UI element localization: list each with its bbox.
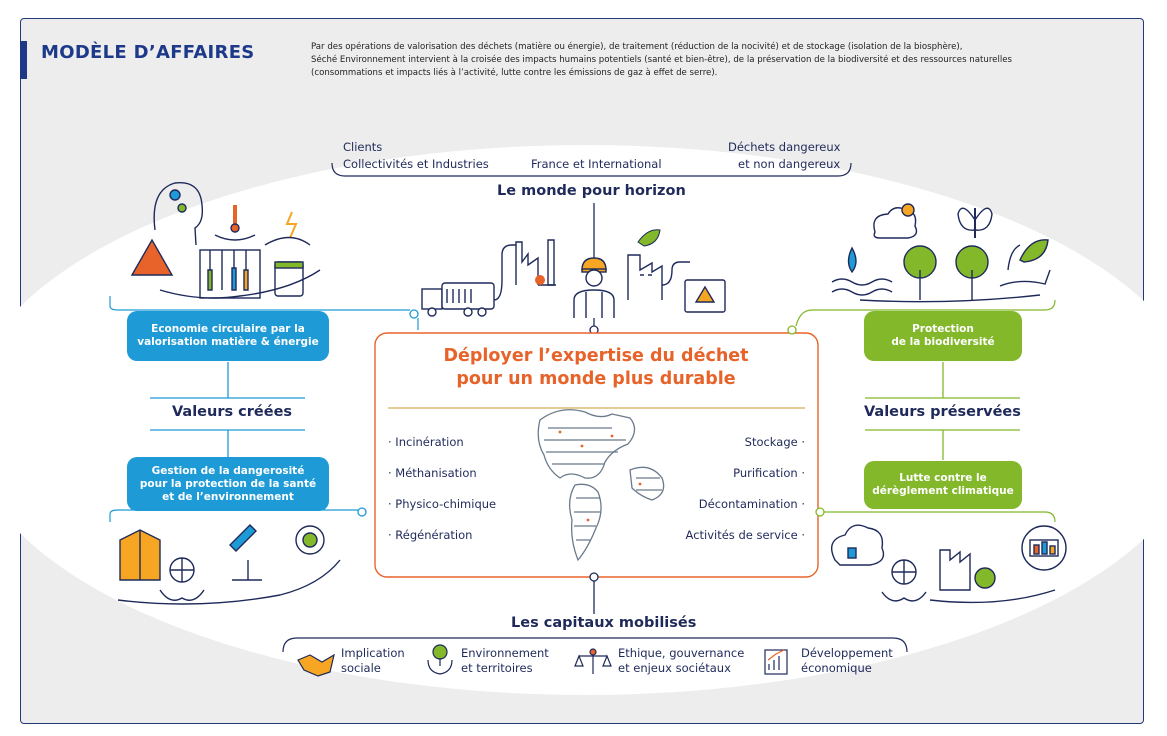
- factory-icon: [627, 254, 663, 300]
- pill-line: Lutte contre le: [899, 472, 987, 484]
- water-drop-icon: [847, 246, 857, 274]
- tree-in-hands-icon: [427, 644, 453, 675]
- capital-line: Environnement: [461, 646, 549, 660]
- globe-icon: [517, 409, 673, 568]
- connector-line: [109, 296, 410, 311]
- capital-line: sociale: [341, 661, 381, 675]
- horizon-dechets-1: Déchets dangereux: [728, 140, 841, 154]
- capital-line: et enjeux sociétaux: [618, 661, 731, 675]
- pill-line: dérèglement climatique: [872, 485, 1014, 497]
- handshake-icon: [297, 653, 335, 677]
- heading-valeurs-preservees: Valeurs préservées: [864, 404, 1021, 420]
- activity-item: Activités de service ·: [685, 528, 805, 542]
- title-accent-bar: [21, 41, 27, 79]
- capital-line: économique: [801, 661, 872, 675]
- pill-line: pour la protection de la santé: [139, 477, 317, 490]
- microscope-icon: [229, 524, 257, 552]
- activity-item: Stockage ·: [744, 435, 805, 449]
- recycle-icon: [974, 567, 996, 589]
- horizon-dechets-2: et non dangereux: [738, 157, 841, 171]
- scales-icon: [574, 648, 612, 674]
- page-title: MODÈLE D’AFFAIRES: [41, 42, 255, 63]
- horizon-france: France et International: [531, 157, 662, 171]
- intro-line: (consommations et impacts liés à l’activ…: [311, 68, 718, 78]
- sprout-icon: [1019, 239, 1049, 263]
- pill-protection-biodiversite: Protection de la biodiversité: [864, 311, 1022, 361]
- connector-line: [109, 509, 358, 522]
- intro-text: Par des opérations de valorisation des d…: [311, 41, 1091, 80]
- activity-item: · Incinération: [388, 435, 464, 449]
- capital-environnement: Environnement et territoires: [461, 646, 549, 676]
- pill-line: Gestion de la dangerosité: [151, 464, 305, 477]
- horizon-title: Le monde pour horizon: [497, 183, 686, 199]
- hazard-barrel-icon: [684, 279, 726, 313]
- pill-lutte-climatique: Lutte contre le dérèglement climatique: [864, 461, 1022, 509]
- climate-illustration: [831, 524, 1067, 604]
- center-title-line: pour un monde plus durable: [456, 369, 736, 389]
- pill-line: valorisation matière & énergie: [137, 336, 319, 348]
- capitals-title: Les capitaux mobilisés: [511, 615, 697, 631]
- connector-line: [824, 511, 1056, 523]
- factory-icon: [939, 549, 971, 591]
- activity-item: · Régénération: [388, 528, 473, 542]
- sun-icon: [901, 203, 915, 217]
- activity-item: · Physico-chimique: [388, 497, 497, 511]
- capital-line: Ethique, gouvernance: [618, 646, 745, 660]
- co2-cloud-icon: [831, 524, 885, 566]
- pill-line: Economie circulaire par la: [151, 323, 305, 335]
- connector-node: [409, 309, 419, 319]
- pill-line: Protection: [912, 323, 974, 335]
- capital-ethique: Ethique, gouvernance et enjeux sociétaux: [618, 646, 744, 676]
- growth-chart-icon: [764, 649, 788, 675]
- industry-illustration: [421, 239, 726, 318]
- pill-line: et de l’environnement: [162, 490, 294, 503]
- circular-economy-illustration: [130, 181, 321, 299]
- connector-node: [589, 572, 599, 582]
- horizon-collectivites: Collectivités et Industries: [343, 157, 489, 171]
- activity-item: Décontamination ·: [698, 497, 805, 511]
- hazard-triangle-icon: [130, 238, 174, 276]
- test-tubes-icon: [199, 249, 261, 299]
- pill-line: de la biodiversité: [891, 336, 995, 348]
- head-icon: [153, 181, 204, 246]
- center-title-line: Déployer l’expertise du déchet: [443, 346, 749, 366]
- safety-illustration: [117, 524, 341, 605]
- pill-gestion-dangerosite: Gestion de la dangerosité pour la protec…: [127, 457, 329, 511]
- horizon-bracket: [331, 162, 852, 177]
- capitals-bracket: [282, 637, 908, 653]
- leaf-icon: [637, 229, 661, 247]
- connector-node: [815, 507, 825, 517]
- capital-line: Développement: [801, 646, 893, 660]
- lightning-icon: [285, 211, 298, 239]
- capital-implication-sociale: Implication sociale: [341, 646, 405, 676]
- pill-economie-circulaire: Economie circulaire par la valorisation …: [127, 311, 329, 361]
- connector-node: [787, 325, 797, 335]
- biodiversity-illustration: [831, 203, 1051, 303]
- capital-developpement: Développement économique: [801, 646, 893, 676]
- connector-node: [357, 507, 367, 517]
- activity-item: Purification ·: [733, 466, 805, 480]
- capital-line: et territoires: [461, 661, 533, 675]
- activity-item: · Méthanisation: [388, 466, 477, 480]
- intro-line: Séché Environnement intervient à la croi…: [311, 55, 1012, 65]
- connector-line: [795, 299, 1056, 327]
- capital-line: Implication: [341, 646, 405, 660]
- flame-icon: [535, 275, 545, 285]
- worker-icon: [573, 257, 615, 318]
- intro-line: Par des opérations de valorisation des d…: [311, 42, 963, 52]
- horizon-clients: Clients: [343, 140, 383, 154]
- factory-icon: [515, 241, 539, 285]
- center-title: Déployer l’expertise du déchet pour un m…: [376, 345, 816, 391]
- heading-valeurs-creees: Valeurs créées: [172, 404, 293, 420]
- truck-icon: [421, 282, 495, 317]
